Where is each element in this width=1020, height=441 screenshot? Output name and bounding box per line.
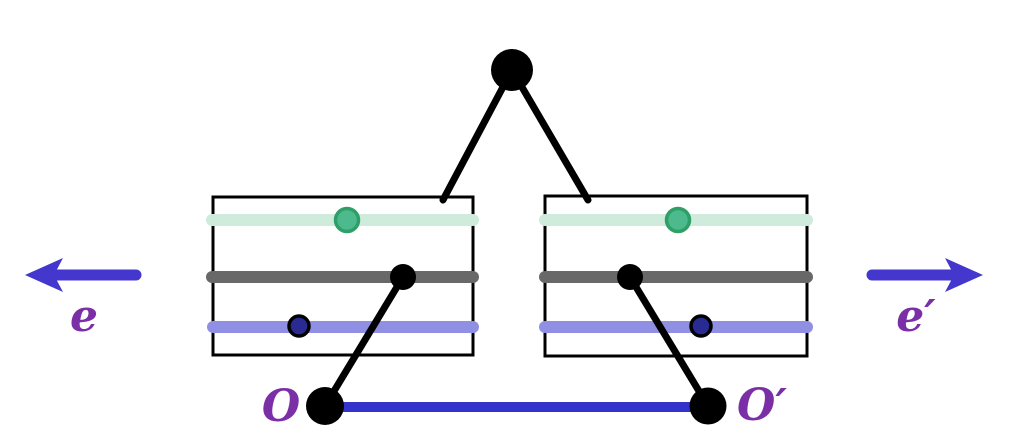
right-arrow-icon [866, 258, 983, 292]
edge-left-to-O [321, 273, 407, 410]
node-O [306, 387, 344, 425]
node-O-prime [689, 387, 727, 425]
green-dot-left [333, 206, 361, 234]
apex-node [491, 49, 533, 91]
label-O: O [262, 381, 300, 432]
left-arrow-head [25, 258, 63, 292]
black-node-left [390, 264, 416, 290]
left-arrow-icon [25, 258, 142, 292]
edge-right-to-O-prime [626, 273, 712, 410]
navy-dot-left [287, 314, 311, 338]
navy-dot-right [689, 314, 713, 338]
label-e-prime: e′ [896, 291, 936, 342]
apex-edge-left [439, 66, 516, 204]
apex-edge-right [508, 66, 592, 204]
label-e: e [70, 291, 98, 342]
right-arrow-head [945, 258, 983, 292]
green-dot-right [664, 206, 692, 234]
label-O-prime: O′ [737, 380, 787, 431]
black-node-right [617, 264, 643, 290]
